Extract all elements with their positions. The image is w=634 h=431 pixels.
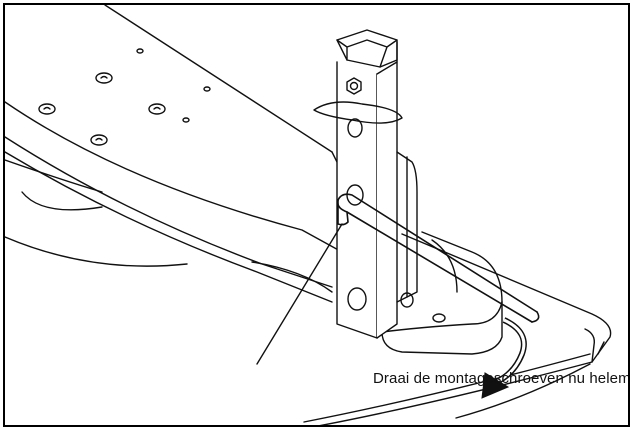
assembly-diagram — [5, 5, 612, 425]
column-hole — [347, 118, 363, 138]
tv-panel — [5, 5, 343, 303]
illustration-frame: Draai de montageschroeven nu helemaal aa… — [3, 3, 630, 427]
column-hole — [346, 184, 364, 206]
column-hole — [347, 287, 367, 311]
screw-hole — [90, 134, 108, 146]
stand-pedestal — [381, 231, 503, 355]
leader-line — [256, 223, 343, 365]
panel-screw-holes — [38, 48, 211, 146]
cable-tie — [313, 101, 403, 124]
allen-key — [336, 193, 540, 323]
screw-hole — [38, 103, 56, 115]
hex-bolt — [346, 77, 362, 95]
curved-arrow-down-icon — [481, 317, 527, 399]
base-plate — [303, 233, 612, 425]
screw-hole — [95, 72, 113, 84]
stand-column — [313, 29, 418, 339]
screw-hole — [148, 103, 166, 115]
instruction-caption: Draai de montageschroeven nu helemaal aa… — [373, 370, 630, 387]
